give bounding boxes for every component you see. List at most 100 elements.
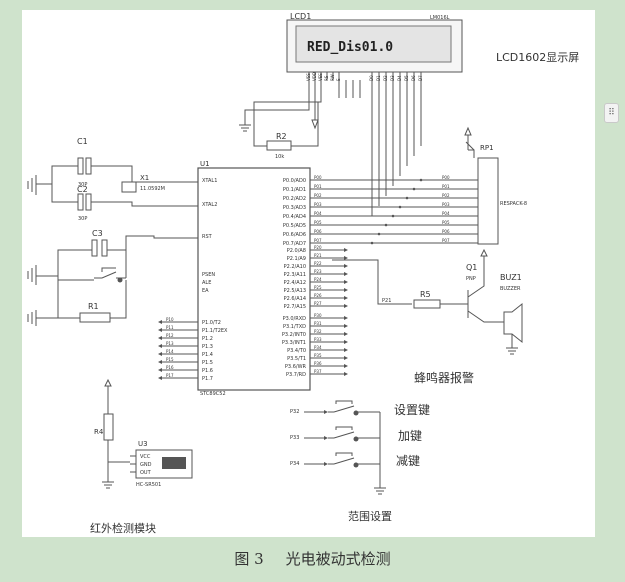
u3-pin-vcc: VCC bbox=[140, 454, 151, 460]
c3-ref: C3 bbox=[92, 229, 103, 238]
p1-net: P14 bbox=[158, 349, 198, 356]
c3-capacitor bbox=[91, 239, 98, 257]
mcu-pin-label: P3.5/T1 bbox=[287, 356, 306, 362]
svg-text:P21: P21 bbox=[314, 253, 322, 258]
c2-value: 30P bbox=[78, 216, 87, 222]
lcd-pin: VDD bbox=[312, 72, 317, 81]
svg-text:P03: P03 bbox=[442, 202, 450, 207]
r1-ref: R1 bbox=[88, 302, 99, 311]
r5-resistor bbox=[413, 299, 441, 309]
buzzer-symbol bbox=[503, 302, 523, 344]
mcu-pin-label: P2.4/A12 bbox=[284, 280, 306, 286]
drag-handle-icon[interactable]: ⠿ bbox=[604, 103, 619, 123]
svg-text:D2: D2 bbox=[383, 75, 388, 81]
key-switch: P34 bbox=[290, 452, 380, 468]
svg-text:D4: D4 bbox=[397, 75, 402, 81]
svg-text:P32: P32 bbox=[314, 329, 322, 334]
svg-text:P05: P05 bbox=[442, 220, 450, 225]
mcu-pin-label: XTAL1 bbox=[202, 178, 217, 184]
svg-text:D7: D7 bbox=[418, 75, 423, 81]
mcu-pin-label: P3.0/RXD bbox=[283, 316, 307, 322]
svg-text:P00: P00 bbox=[314, 175, 322, 180]
lcd-pin: RS bbox=[324, 72, 329, 81]
lcd-pin: E bbox=[336, 72, 341, 81]
lcd-pin: D5 bbox=[404, 72, 409, 81]
svg-text:P23: P23 bbox=[314, 269, 322, 274]
mcu-pin-label: P2.6/A14 bbox=[284, 296, 306, 302]
lcd-power-wiring: R2 10k bbox=[239, 80, 322, 160]
svg-text:P04: P04 bbox=[314, 211, 322, 216]
svg-text:P27: P27 bbox=[314, 301, 322, 306]
mcu-pin-label: P2.0/A8 bbox=[287, 248, 306, 254]
mcu-pin-label: P1.7 bbox=[202, 376, 213, 382]
svg-text:P00: P00 bbox=[442, 175, 450, 180]
p3-net: P35 bbox=[310, 353, 348, 360]
ir-module: R4 U3 VCC GND OUT HC-SR501 bbox=[94, 378, 193, 489]
mcu-pin-label: P3.6/WR bbox=[285, 364, 307, 370]
reset-circuit: C3 R1 bbox=[27, 229, 198, 326]
r2-ref: R2 bbox=[276, 132, 287, 141]
buzzer-alarm-label: 蜂鸣器报警 bbox=[414, 370, 474, 385]
mcu-pin-label: P2.7/A15 bbox=[284, 304, 306, 310]
r2-value: 10k bbox=[275, 154, 284, 160]
p2-net: P25 bbox=[310, 285, 348, 292]
svg-text:P11: P11 bbox=[166, 325, 174, 330]
svg-text:P12: P12 bbox=[166, 333, 174, 338]
svg-text:P34: P34 bbox=[314, 345, 322, 350]
p2-net: P21 bbox=[310, 253, 348, 260]
caption-figure-number: 图 3 bbox=[234, 550, 264, 568]
mcu-part: STC89C52 bbox=[200, 391, 226, 397]
svg-text:P17: P17 bbox=[166, 373, 174, 378]
svg-text:VDD: VDD bbox=[312, 72, 317, 81]
r5-ref: R5 bbox=[420, 290, 431, 299]
mcu-pin-group: XTAL1XTAL2RSTPSENALEEAP1.0/T2P1.1/T2EXP1… bbox=[202, 178, 307, 382]
mcu-chip: U1 STC89C52 XTAL1XTAL2RSTPSENALEEAP1.0/T… bbox=[197, 160, 311, 397]
svg-text:P15: P15 bbox=[166, 357, 174, 362]
mcu-pin-label: P1.3 bbox=[202, 344, 213, 350]
mcu-pin-label: P1.2 bbox=[202, 336, 213, 342]
svg-text:P37: P37 bbox=[314, 369, 322, 374]
svg-text:P33: P33 bbox=[314, 337, 322, 342]
svg-text:P01: P01 bbox=[314, 184, 322, 189]
c1-capacitor bbox=[77, 157, 84, 175]
c1-value: 30P bbox=[78, 182, 87, 188]
p2-net: P24 bbox=[310, 277, 348, 284]
mcu-pin-label: P3.3/INT1 bbox=[282, 340, 306, 346]
p2-net: P20 bbox=[310, 245, 348, 252]
mcu-pin-label: P0.0/AD0 bbox=[283, 178, 306, 184]
svg-text:D0: D0 bbox=[369, 75, 374, 81]
lcd-data-lines bbox=[338, 80, 422, 216]
p3-net: P30 bbox=[310, 313, 348, 320]
mcu-pin-label: P0.3/AD3 bbox=[283, 205, 306, 211]
mcu-pin-label: RST bbox=[202, 234, 213, 240]
mcu-pin-label: P0.2/AD2 bbox=[283, 196, 306, 202]
mcu-pin-label: P1.1/T2EX bbox=[202, 328, 228, 334]
lcd-pin: D7 bbox=[418, 72, 423, 81]
ir-module-label: 红外检测模块 bbox=[90, 521, 156, 535]
lcd-pin: D0 bbox=[369, 72, 374, 81]
key-switch: P32 bbox=[290, 400, 380, 416]
lcd-model: LM016L bbox=[430, 15, 450, 21]
r1-resistor bbox=[79, 312, 111, 323]
svg-text:P34: P34 bbox=[290, 461, 299, 467]
mcu-pin-label: ALE bbox=[202, 280, 211, 286]
range-setting-label: 范围设置 bbox=[348, 509, 392, 523]
p3-net: P34 bbox=[310, 345, 348, 352]
svg-text:P26: P26 bbox=[314, 293, 322, 298]
svg-text:P04: P04 bbox=[442, 211, 450, 216]
svg-text:VSS: VSS bbox=[306, 73, 311, 81]
r5-net: P21 bbox=[382, 298, 391, 304]
svg-text:VEE: VEE bbox=[318, 73, 323, 81]
oscillator-circuit: C1 30P C2 30P X1 11.0592M bbox=[27, 137, 198, 222]
p3-net: P32 bbox=[310, 329, 348, 336]
svg-text:P16: P16 bbox=[166, 365, 174, 370]
mcu-pin-label: P0.5/AD5 bbox=[283, 223, 306, 229]
